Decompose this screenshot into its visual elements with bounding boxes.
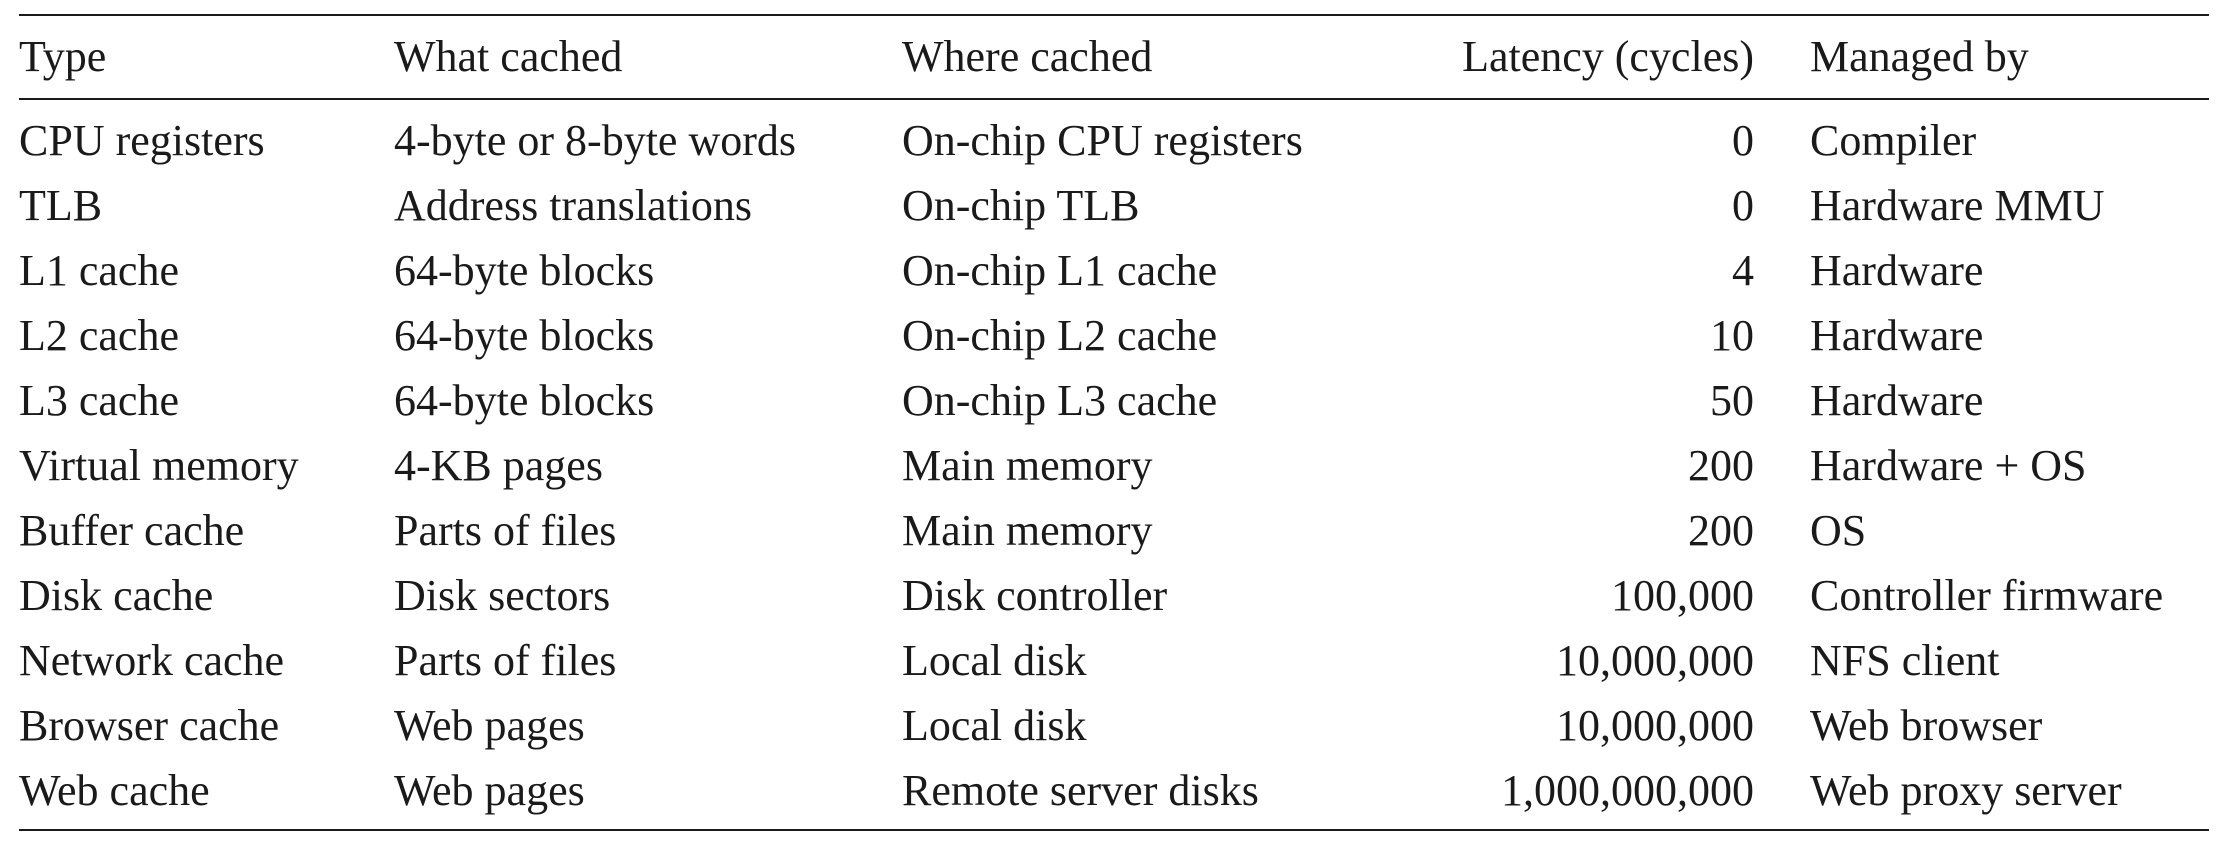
cell-what-cached: 64-byte blocks bbox=[394, 311, 655, 360]
cell-what-cached: 64-byte blocks bbox=[394, 376, 655, 425]
table-row: L3 cache 64-byte blocks On-chip L3 cache 50… bbox=[19, 368, 2209, 433]
table-bottom-rule bbox=[19, 829, 2209, 831]
header-managed-by: Managed by bbox=[1810, 32, 2029, 81]
cell-what-cached: 4-byte or 8-byte words bbox=[394, 116, 797, 165]
cell-latency: 0 bbox=[1732, 181, 1754, 230]
cell-latency: 200 bbox=[1688, 506, 1754, 555]
table-row: Web cache Web pages Remote server disks 1,0… bbox=[19, 758, 2209, 829]
cell-type: Buffer cache bbox=[19, 506, 245, 555]
cell-what-cached: Parts of files bbox=[394, 506, 617, 555]
table-row: Virtual memory 4-KB pages Main memory 200 Ha… bbox=[19, 433, 2209, 498]
cell-what-cached: 64-byte blocks bbox=[394, 246, 655, 295]
table-row: L1 cache 64-byte blocks On-chip L1 cache 4 H… bbox=[19, 238, 2209, 303]
cell-managed-by: Controller firmware bbox=[1810, 571, 2164, 620]
cell-type: L2 cache bbox=[19, 311, 179, 360]
cell-managed-by: Hardware + OS bbox=[1810, 441, 2087, 490]
cell-managed-by: Hardware bbox=[1810, 376, 1984, 425]
table-row: CPU registers 4-byte or 8-byte words On-ch… bbox=[19, 100, 2209, 173]
cell-where-cached: On-chip CPU registers bbox=[902, 116, 1303, 165]
cell-type: CPU registers bbox=[19, 116, 265, 165]
cell-managed-by: Compiler bbox=[1810, 116, 1977, 165]
header-where-cached: Where cached bbox=[902, 32, 1153, 81]
cell-type: Browser cache bbox=[19, 701, 280, 750]
cell-type: TLB bbox=[19, 181, 103, 230]
cell-type: L3 cache bbox=[19, 376, 179, 425]
table-row: Buffer cache Parts of files Main memory 200… bbox=[19, 498, 2209, 563]
header-what-cached: What cached bbox=[394, 32, 623, 81]
cell-type: Network cache bbox=[19, 636, 285, 685]
cell-managed-by: Web proxy server bbox=[1810, 766, 2122, 815]
table-row: Disk cache Disk sectors Disk controller 100… bbox=[19, 563, 2209, 628]
cell-managed-by: Hardware bbox=[1810, 311, 1984, 360]
header-type: Type bbox=[19, 32, 107, 81]
table-row: Network cache Parts of files Local disk 10,… bbox=[19, 628, 2209, 693]
header-row: Type What cached Where cached Latency (c… bbox=[19, 16, 2209, 98]
table-row: L2 cache 64-byte blocks On-chip L2 cache 10… bbox=[19, 303, 2209, 368]
cell-latency: 10,000,000 bbox=[1556, 636, 1754, 685]
table-header-rule bbox=[19, 98, 2209, 100]
cell-latency: 4 bbox=[1732, 246, 1754, 295]
cell-where-cached: Main memory bbox=[902, 506, 1153, 555]
cell-managed-by: NFS client bbox=[1810, 636, 2000, 685]
cell-type: Virtual memory bbox=[19, 441, 299, 490]
cache-table: Type What cached Where cached Latency (c… bbox=[19, 14, 2209, 831]
cell-latency: 200 bbox=[1688, 441, 1754, 490]
cell-what-cached: Web pages bbox=[394, 701, 585, 750]
cell-managed-by: OS bbox=[1810, 506, 1867, 555]
header-latency: Latency (cycles) bbox=[1462, 32, 1754, 81]
cell-latency: 100,000 bbox=[1611, 571, 1754, 620]
caching-table: Type What cached Where cached Latency (c… bbox=[19, 16, 2209, 98]
cell-what-cached: Parts of files bbox=[394, 636, 617, 685]
cell-where-cached: On-chip L1 cache bbox=[902, 246, 1218, 295]
cell-where-cached: Remote server disks bbox=[902, 766, 1259, 815]
cell-where-cached: Local disk bbox=[902, 636, 1087, 685]
cell-what-cached: Disk sectors bbox=[394, 571, 611, 620]
cell-latency: 0 bbox=[1732, 116, 1754, 165]
cell-what-cached: Address translations bbox=[394, 181, 753, 230]
cell-managed-by: Hardware bbox=[1810, 246, 1984, 295]
cell-where-cached: On-chip TLB bbox=[902, 181, 1140, 230]
cell-type: L1 cache bbox=[19, 246, 179, 295]
table-header: Type What cached Where cached Latency (c… bbox=[19, 16, 2209, 98]
cell-where-cached: Main memory bbox=[902, 441, 1153, 490]
cell-managed-by: Web browser bbox=[1810, 701, 2043, 750]
cell-what-cached: Web pages bbox=[394, 766, 585, 815]
cell-what-cached: 4-KB pages bbox=[394, 441, 603, 490]
cell-latency: 1,000,000,000 bbox=[1501, 766, 1754, 815]
cell-where-cached: Local disk bbox=[902, 701, 1087, 750]
cell-latency: 10 bbox=[1710, 311, 1754, 360]
table-row: Browser cache Web pages Local disk 10,000,0… bbox=[19, 693, 2209, 758]
cell-type: Web cache bbox=[19, 766, 210, 815]
cell-where-cached: On-chip L3 cache bbox=[902, 376, 1218, 425]
cell-latency: 50 bbox=[1710, 376, 1754, 425]
table-row: TLB Address translations On-chip TLB 0 Hardw… bbox=[19, 173, 2209, 238]
cell-where-cached: On-chip L2 cache bbox=[902, 311, 1218, 360]
table-top-rule bbox=[19, 14, 2209, 16]
cell-where-cached: Disk controller bbox=[902, 571, 1168, 620]
cell-type: Disk cache bbox=[19, 571, 214, 620]
cell-latency: 10,000,000 bbox=[1556, 701, 1754, 750]
cell-managed-by: Hardware MMU bbox=[1810, 181, 2105, 230]
